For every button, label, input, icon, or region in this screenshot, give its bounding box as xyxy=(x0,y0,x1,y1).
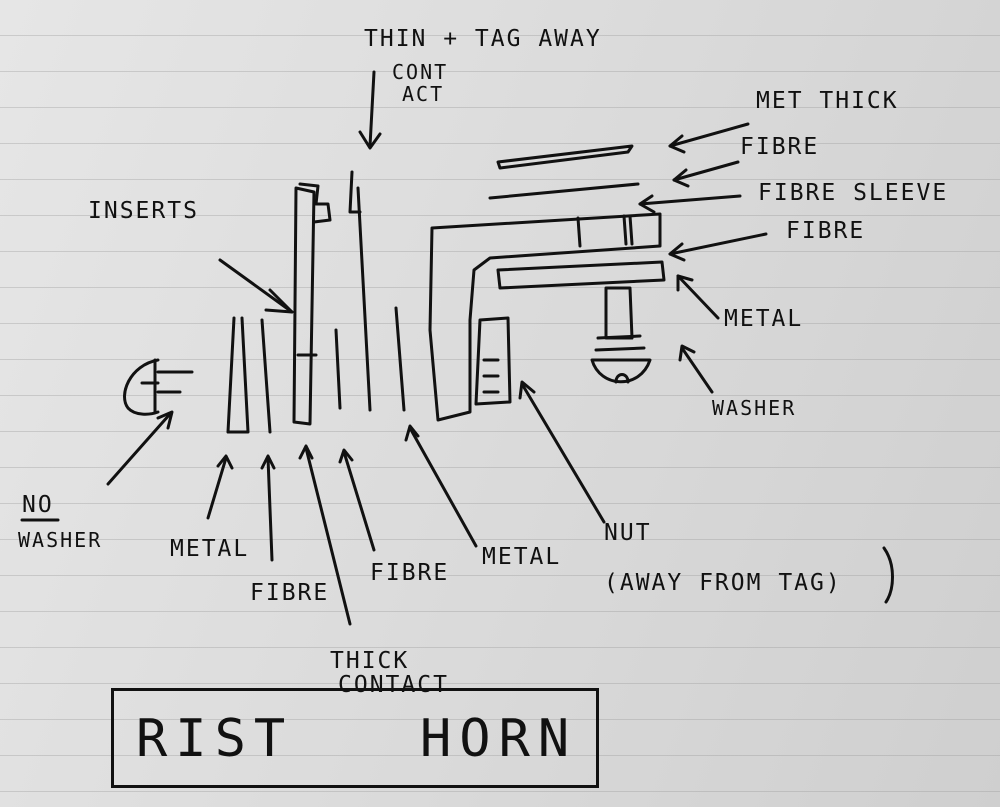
label-met-thick: MET THICK xyxy=(756,88,899,114)
label-away-from-tag: (AWAY FROM TAG) xyxy=(604,570,842,596)
met-thick-plate-part xyxy=(496,144,634,170)
metal-plate-part xyxy=(496,260,666,290)
thick-contact-part xyxy=(292,182,332,426)
label-act: ACT xyxy=(402,82,445,106)
fibre-plate-part xyxy=(488,182,640,200)
thin-contact-part xyxy=(348,170,372,412)
nut-part xyxy=(474,316,512,406)
label-no: NO xyxy=(22,492,54,518)
title-box: RIST HORN xyxy=(111,688,599,788)
horn-body-part xyxy=(428,212,662,422)
label-fibre-left: FIBRE xyxy=(250,580,330,606)
label-metal-right: METAL xyxy=(724,306,804,332)
label-thick: THICK xyxy=(330,648,410,674)
label-no-washer: WASHER xyxy=(18,528,103,552)
fibre-insert-part xyxy=(334,328,342,410)
label-thin-tag-away: THIN + TAG AWAY xyxy=(364,26,602,52)
metal-insert-part xyxy=(394,306,406,412)
label-metal-mid: METAL xyxy=(482,544,562,570)
leader-lines xyxy=(20,70,894,626)
label-cont: CONT xyxy=(392,60,449,84)
title-left: RIST xyxy=(136,709,294,769)
screw-washer-part xyxy=(590,286,652,384)
nut-no-washer-part xyxy=(123,358,194,416)
label-fibre-sleeve: FIBRE SLEEVE xyxy=(758,180,949,206)
label-nut: NUT xyxy=(604,520,652,546)
fibre-strip-part xyxy=(260,318,272,434)
label-washer-right: WASHER xyxy=(712,396,797,420)
title-right: HORN xyxy=(420,709,578,769)
label-fibre-top: FIBRE xyxy=(740,134,820,160)
label-inserts: INSERTS xyxy=(88,198,199,224)
label-fibre-right: FIBRE xyxy=(786,218,866,244)
metal-washer-part xyxy=(226,316,250,434)
label-metal-left: METAL xyxy=(170,536,250,562)
label-fibre-mid: FIBRE xyxy=(370,560,450,586)
